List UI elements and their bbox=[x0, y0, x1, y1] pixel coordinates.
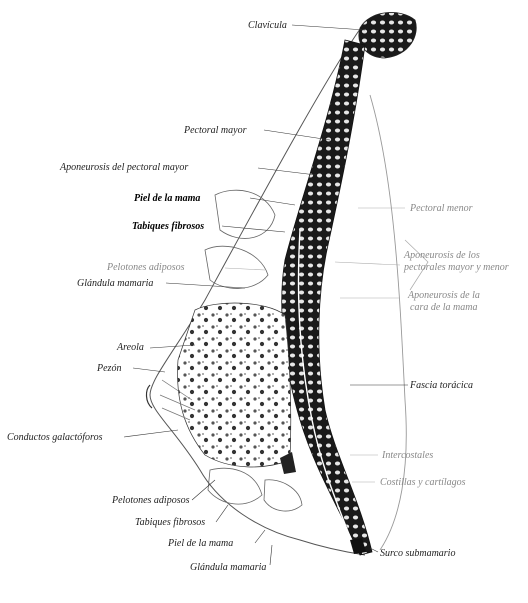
labels-left: Clavícula Pectoral mayor Aponeurosis del… bbox=[7, 20, 287, 573]
label-pezon: Pezón bbox=[96, 363, 121, 374]
label-right-2b: pectorales mayor y menor bbox=[403, 262, 509, 273]
label-aponeurosis: Aponeurosis del pectoral mayor bbox=[59, 162, 188, 173]
label-clavicula: Clavícula bbox=[248, 20, 287, 31]
clavicle bbox=[359, 12, 416, 58]
label-pelotones-bottom: Pelotones adiposos bbox=[111, 495, 190, 506]
labels-right: Pectoral menor Aponeurosis de los pector… bbox=[380, 203, 509, 559]
label-glandula-bottom: Glándula mamaria bbox=[190, 562, 266, 573]
label-right-7: Surco submamario bbox=[380, 548, 455, 559]
label-pelotones-top: Pelotones adiposos bbox=[106, 262, 185, 273]
label-right-6: Costillas y cartílagos bbox=[380, 477, 466, 488]
label-piel-mama-top: Piel de la mama bbox=[134, 193, 200, 204]
label-piel-bottom: Piel de la mama bbox=[167, 538, 233, 549]
leader-lines bbox=[124, 25, 408, 565]
label-tabiques-bottom: Tabiques fibrosos bbox=[135, 517, 205, 528]
label-areola: Areola bbox=[116, 342, 144, 353]
label-right-1: Pectoral menor bbox=[409, 203, 473, 214]
glandular-tissue bbox=[177, 303, 290, 467]
label-right-5: Intercostales bbox=[381, 450, 433, 461]
label-tabiques-top: Tabiques fibrosos bbox=[132, 221, 204, 232]
label-pectoral-mayor: Pectoral mayor bbox=[183, 125, 247, 136]
label-right-2a: Aponeurosis de los bbox=[403, 250, 480, 261]
label-right-3b: cara de la mama bbox=[410, 302, 478, 313]
label-conductos: Conductos galactóforos bbox=[7, 432, 103, 443]
label-right-3a: Aponeurosis de la bbox=[407, 290, 480, 301]
label-right-4: Fascia torácica bbox=[409, 380, 473, 391]
pectoral-muscle-band bbox=[282, 40, 372, 555]
label-glandula-top: Glándula mamaria bbox=[77, 278, 153, 289]
